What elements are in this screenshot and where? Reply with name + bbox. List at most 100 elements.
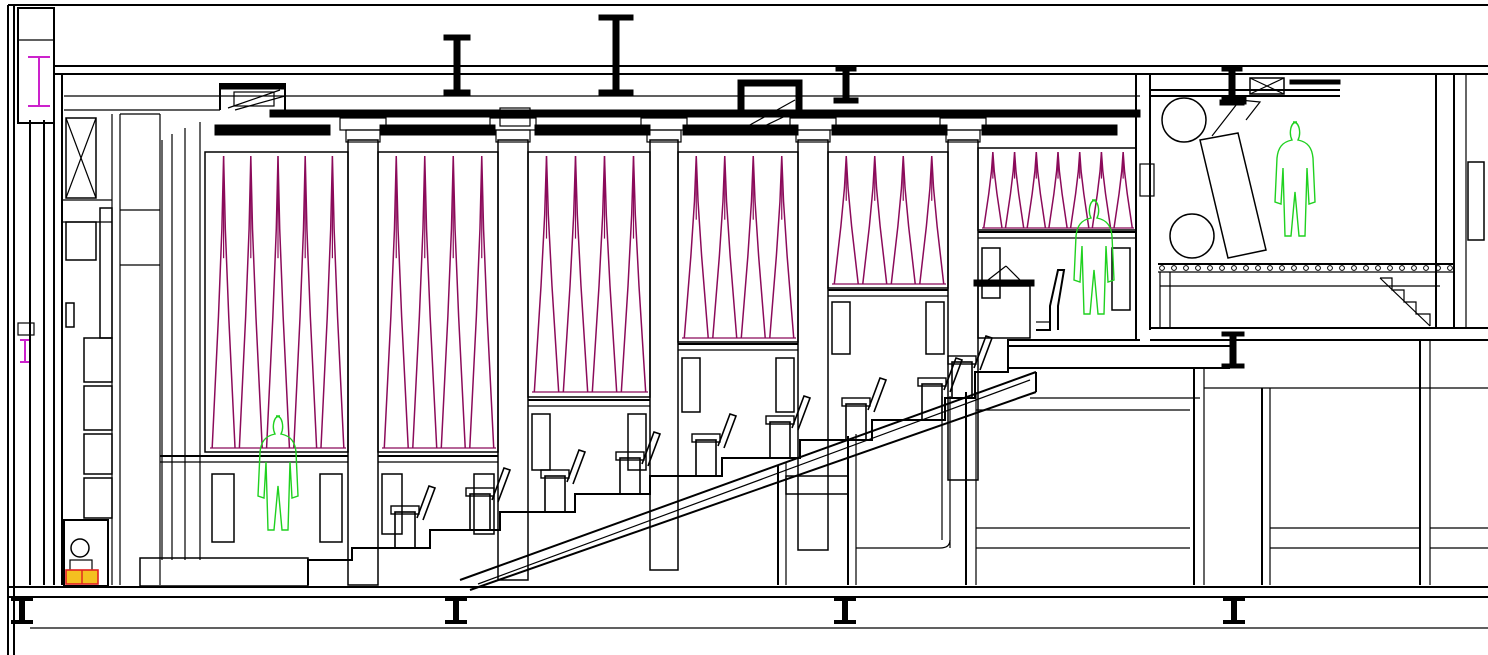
bay-4 [677, 151, 799, 413]
seat-cushion [465, 487, 495, 497]
roof-duct-left [219, 83, 286, 111]
drapery-bay-3 [532, 155, 648, 393]
drapery-fold [211, 155, 236, 449]
booth-floor-pattern [1159, 265, 1453, 271]
floor-ibeam-4 [1223, 597, 1245, 624]
left-wall [29, 74, 201, 585]
seat-row-1 [390, 484, 437, 549]
floor-stud [1195, 265, 1201, 271]
seat-cushion [540, 469, 570, 479]
floor-stud [1375, 265, 1381, 271]
booth-room [1135, 74, 1488, 341]
seat-back [491, 466, 512, 503]
understructure [777, 340, 1488, 585]
seat-row-9 [947, 334, 994, 399]
drapery-fold [833, 155, 859, 285]
floor-stud [1447, 265, 1453, 271]
seat-body [394, 511, 416, 549]
floor-stud [1339, 265, 1345, 271]
seat-body [769, 421, 791, 459]
drapery-fold [890, 155, 916, 285]
seat-cushion [841, 397, 871, 407]
seat-back [641, 430, 662, 467]
drapery-fold [469, 155, 495, 449]
floor-stud [1267, 265, 1273, 271]
seat-back [416, 484, 437, 521]
drapery-bay-2 [382, 155, 496, 449]
seat-body [619, 457, 641, 495]
human-figure-3 [1274, 121, 1316, 237]
beam-web [453, 601, 459, 621]
drapery-fold [238, 155, 263, 449]
beam-web [1231, 601, 1237, 621]
seat-body [921, 383, 943, 421]
seat-row-3 [540, 448, 587, 513]
seat-row-7 [841, 376, 888, 441]
seat-row-2 [465, 466, 512, 531]
drapery-fold [740, 155, 766, 339]
bay-2 [377, 151, 499, 535]
seat-row-8 [917, 356, 964, 421]
floor-stud [1315, 265, 1321, 271]
roof-duct-small [499, 107, 531, 127]
seat-body [544, 475, 566, 513]
seat-cushion [947, 355, 977, 365]
floor-stud [1183, 265, 1189, 271]
beam-web [19, 601, 25, 621]
outer-frame [7, 4, 1488, 655]
floor-stud [1435, 265, 1441, 271]
drapery-fold [533, 155, 560, 393]
floor-stud [1255, 265, 1261, 271]
seat-back [717, 412, 738, 449]
drapery-fold [862, 155, 888, 285]
roof-duct-center [737, 79, 803, 133]
drapery-fold [712, 155, 738, 339]
roof-ibeam-1 [443, 34, 471, 96]
drapery-fold [1069, 151, 1090, 229]
seat-cushion [390, 505, 420, 515]
floor-ibeam-2 [445, 597, 467, 624]
column-capitals [339, 117, 987, 143]
drapery-bay-6 [982, 151, 1134, 229]
drapery-bay-4 [682, 155, 796, 339]
drapery-fold [383, 155, 409, 449]
drapery-bay-1 [210, 155, 346, 449]
drapery-fold [412, 155, 438, 449]
floor-stud [1171, 265, 1177, 271]
beam-flange-bottom [445, 620, 467, 624]
beam-flange-bottom [834, 620, 856, 624]
drapery-fold [1091, 151, 1112, 229]
seat-cushion [917, 377, 947, 387]
drapery-fold [620, 155, 647, 393]
seat-cushion [691, 433, 721, 443]
beam-flange-top [834, 597, 856, 601]
beam-flange-top [445, 597, 467, 601]
floor-stud [1231, 265, 1237, 271]
stepped-floor [307, 339, 1140, 585]
steel-beam-marker-top [28, 56, 50, 107]
human-figures [257, 121, 1316, 531]
roof-ibeam-3 [833, 65, 859, 104]
beam-flange-top [11, 597, 33, 601]
seat-body [695, 439, 717, 477]
drapery-bay-5 [832, 155, 946, 285]
drapery-fold [440, 155, 466, 449]
drapery-fold [320, 155, 345, 449]
floor-stud [1363, 265, 1369, 271]
drapery-fold [982, 151, 1003, 229]
floor-stud [1387, 265, 1393, 271]
floor-stud [1399, 265, 1405, 271]
film-reel-top [1161, 97, 1207, 143]
floor-stud [1303, 265, 1309, 271]
beam-web [842, 601, 848, 621]
human-figure-2 [1073, 199, 1115, 315]
drapery-fold [1113, 151, 1134, 229]
seat-row-5 [691, 412, 738, 477]
floor-stud [1327, 265, 1333, 271]
drapery-fold [265, 155, 291, 449]
film-reel-bottom [1169, 213, 1215, 259]
floor-stud [1219, 265, 1225, 271]
drapery-fold [1026, 151, 1047, 229]
sloped-truss [459, 345, 1230, 591]
